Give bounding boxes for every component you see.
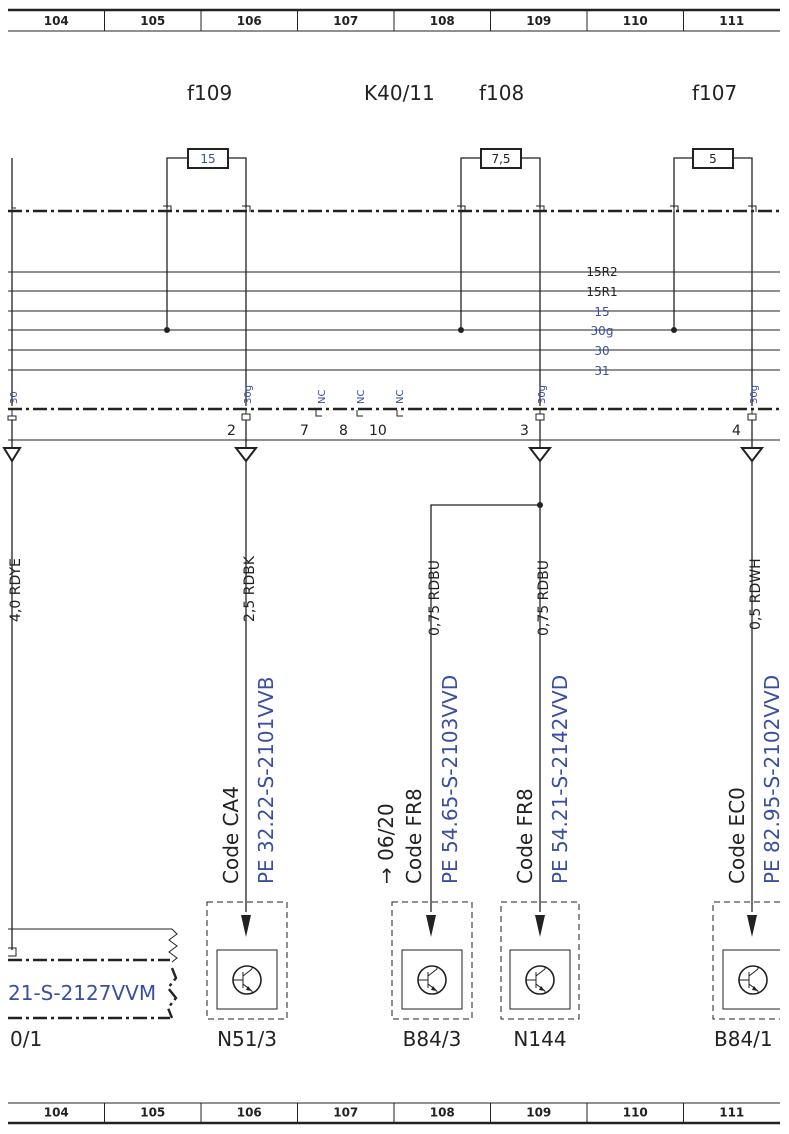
bottom-ruler: 104 105 106 107 108 109 110 111: [8, 1102, 780, 1125]
wire-label-2-5-rdbk: 2,5 RDBK: [242, 555, 258, 622]
pe-54-21-s-2142vvd: PE 54.21-S-2142VVD: [548, 675, 572, 884]
component-n51-3: N51/3: [206, 901, 288, 1051]
pin-30g-2: 30g: [243, 385, 254, 404]
bus-15: 15: [594, 305, 609, 319]
bottom-ruler-column-107: 107: [333, 1106, 358, 1120]
left-ref: 21-S-2127VVM: [8, 981, 156, 1005]
bus-31: 31: [594, 364, 609, 378]
pin-nc-8: NC: [356, 390, 367, 404]
top-ruler-column-106: 106: [237, 14, 262, 28]
wire-label-0-5-rdwh: 0,5 RDWH: [748, 558, 764, 630]
lower-connector-terminals: [7, 410, 757, 421]
pin-number-3: 3: [520, 423, 529, 439]
fuse-f107-value: 5: [709, 152, 717, 166]
bottom-ruler-column-110: 110: [623, 1106, 648, 1120]
transistor-icon: [738, 965, 768, 995]
bus-30: 30: [594, 344, 609, 358]
code-ca4: Code CA4: [219, 786, 243, 884]
bus-30g: 30g: [591, 324, 614, 338]
transistor-icon: [232, 965, 262, 995]
top-ruler-column-110: 110: [623, 14, 648, 28]
label-n144: N144: [513, 1027, 566, 1051]
component-b84-3: B84/3: [391, 901, 473, 1051]
component-b84-1: B84/1: [712, 901, 780, 1051]
wire-label-0-75-rdbu-a: 0,75 RDBU: [427, 560, 443, 636]
fuse-f108: 7,5: [460, 148, 541, 208]
pin-number-8: 8: [339, 423, 348, 439]
top-ruler-column-109: 109: [526, 14, 551, 28]
code-fr8-b: Code FR8: [513, 788, 537, 884]
top-ruler-column-108: 108: [430, 14, 455, 28]
code-ec0: Code EC0: [725, 787, 749, 884]
pin-30g-4: 30g: [749, 385, 760, 404]
label-f108: f108: [479, 81, 524, 105]
label-b84-3: B84/3: [403, 1027, 462, 1051]
fuse-f109-value: 15: [200, 152, 215, 166]
pe-32-22-s-2101vvb: PE 32.22-S-2101VVB: [254, 677, 278, 884]
label-f109: f109: [187, 81, 232, 105]
pe-54-65-s-2103vvd: PE 54.65-S-2103VVD: [438, 675, 462, 884]
pin-nc-10: NC: [395, 390, 406, 404]
bottom-ruler-column-105: 105: [140, 1106, 165, 1120]
fuse-f108-value: 7,5: [491, 152, 510, 166]
top-ruler-column-104: 104: [44, 14, 69, 28]
left-component-label: 0/1: [10, 1027, 42, 1051]
pin-30: 30: [9, 391, 20, 404]
bottom-ruler-column-108: 108: [430, 1106, 455, 1120]
plug-symbols: [2, 420, 765, 463]
top-ruler-column-107: 107: [333, 14, 358, 28]
bus-15r1: 15R1: [586, 285, 617, 299]
transistor-icon: [525, 965, 555, 995]
bus-15r2: 15R2: [586, 265, 617, 279]
transistor-icon: [417, 965, 447, 995]
pin-number-4: 4: [732, 423, 741, 439]
top-ruler-column-111: 111: [719, 14, 744, 28]
label-f107: f107: [692, 81, 737, 105]
pe-82-95-s-2102vvd: PE 82.95-S-2102VVD: [760, 675, 784, 884]
label-n51-3: N51/3: [217, 1027, 277, 1051]
pin-number-2: 2: [227, 423, 236, 439]
bus-lines: 15R2 15R1 15 30g 30 31: [8, 265, 780, 378]
bottom-ruler-column-104: 104: [44, 1106, 69, 1120]
component-left-partial: 21-S-2127VVM 0/1: [8, 928, 178, 1051]
label-k40-11: K40/11: [364, 81, 435, 105]
top-ruler-column-105: 105: [140, 14, 165, 28]
bottom-ruler-column-109: 109: [526, 1106, 551, 1120]
fuse-f109: 15: [166, 148, 247, 208]
label-b84-1: B84/1: [714, 1027, 773, 1051]
bottom-ruler-column-106: 106: [237, 1106, 262, 1120]
component-n144: N144: [500, 901, 580, 1051]
code-fr8-a: Code FR8: [402, 788, 426, 884]
date-06-20: → 06/20: [374, 803, 398, 884]
pin-30g-3: 30g: [537, 385, 548, 404]
pin-number-10: 10: [369, 423, 387, 439]
wire-label-0-75-rdbu-b: 0,75 RDBU: [536, 560, 552, 636]
pin-number-7: 7: [300, 423, 309, 439]
pin-nc-7: NC: [317, 390, 328, 404]
top-ruler: 104 105 106 107 108 109 110 111: [8, 8, 780, 32]
fuse-f107: 5: [673, 148, 753, 208]
bottom-ruler-column-111: 111: [719, 1106, 744, 1120]
wire-label-4-0-rdye: 4,0 RDYE: [8, 558, 24, 622]
